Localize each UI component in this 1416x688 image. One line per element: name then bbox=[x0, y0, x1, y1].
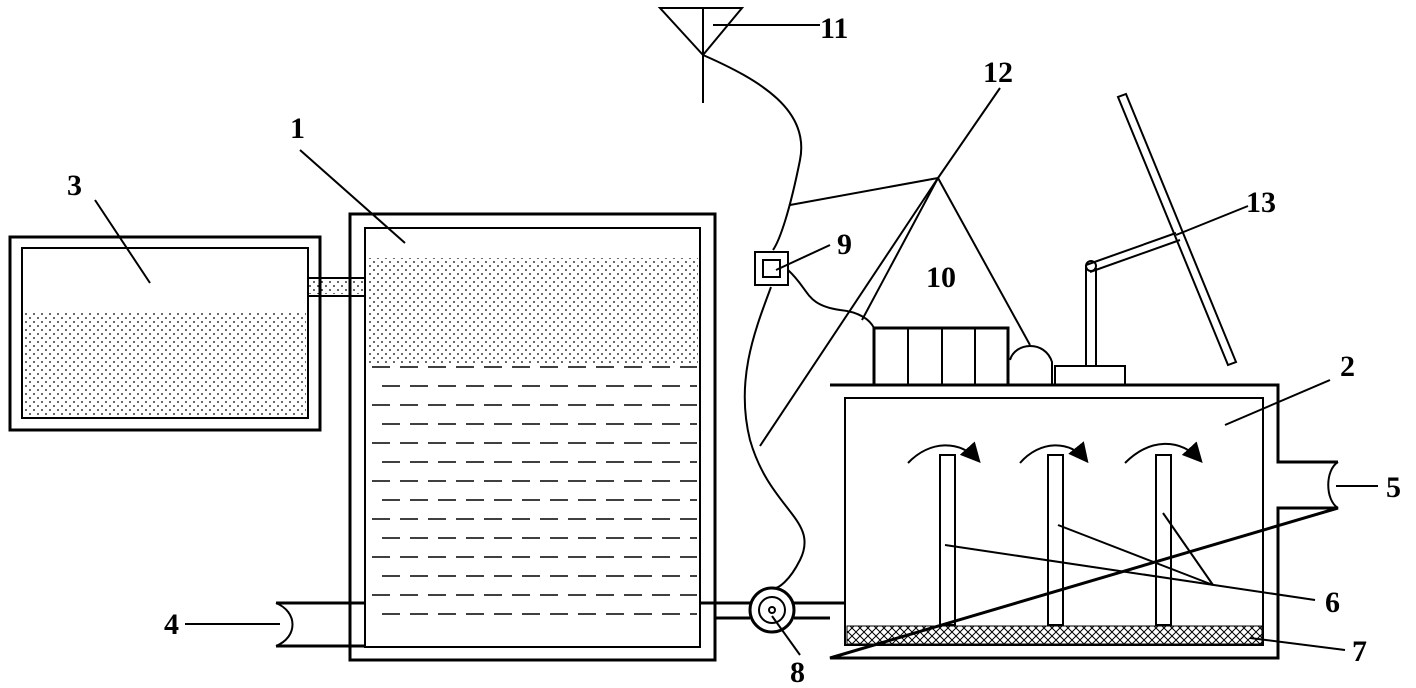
label-1: 1 bbox=[290, 112, 305, 145]
pump bbox=[748, 586, 796, 634]
wires bbox=[702, 54, 1031, 590]
label-8: 8 bbox=[790, 656, 805, 688]
controller-box bbox=[754, 251, 789, 286]
treatment-tank bbox=[829, 383, 1339, 660]
small-tank bbox=[8, 235, 322, 432]
battery-pack bbox=[872, 326, 1126, 387]
number-labels: 1 2 3 4 5 6 7 8 9 10 11 12 13 bbox=[67, 12, 1401, 688]
pump-pipes bbox=[700, 601, 846, 620]
main-tank bbox=[348, 212, 717, 662]
label-2: 2 bbox=[1340, 350, 1355, 383]
label-7: 7 bbox=[1352, 635, 1367, 668]
label-13: 13 bbox=[1246, 186, 1276, 219]
leader-lines bbox=[94, 24, 1378, 656]
inlet-pipe bbox=[275, 601, 365, 648]
antenna bbox=[657, 7, 745, 103]
water-dashes bbox=[372, 366, 697, 615]
connector-pipe bbox=[308, 277, 365, 297]
label-6: 6 bbox=[1325, 586, 1340, 619]
label-9: 9 bbox=[837, 228, 852, 261]
solar-panel bbox=[1085, 92, 1238, 367]
label-10: 10 bbox=[926, 261, 956, 294]
label-3: 3 bbox=[67, 169, 82, 202]
label-11: 11 bbox=[820, 12, 848, 45]
label-12: 12 bbox=[983, 56, 1013, 89]
label-4: 4 bbox=[164, 608, 179, 641]
label-5: 5 bbox=[1386, 471, 1401, 504]
baffles bbox=[907, 441, 1203, 626]
